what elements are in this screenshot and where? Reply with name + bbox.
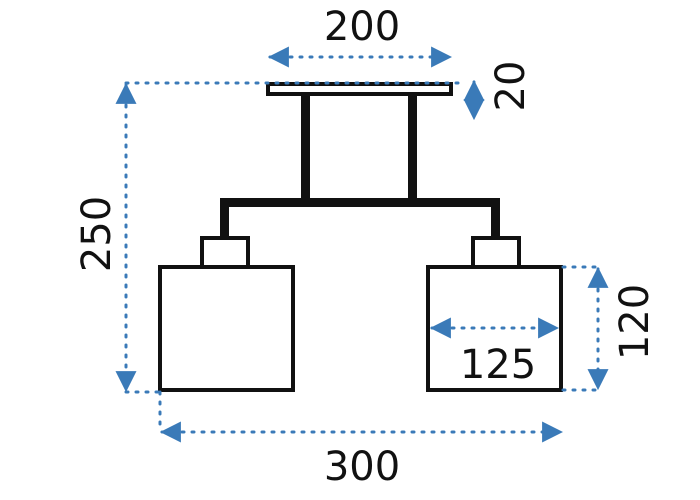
total-width-label: 300 [324, 444, 400, 490]
shade-height-label: 120 [612, 284, 658, 360]
left-rod [301, 94, 310, 202]
right-arm-drop [491, 198, 500, 238]
dimension-lines [115, 46, 609, 443]
left-shade [158, 265, 295, 392]
horizontal-arm [220, 198, 500, 207]
ceiling-plate [266, 82, 453, 96]
right-socket [471, 236, 521, 269]
right-rod [408, 94, 417, 202]
shade-width-label: 125 [460, 342, 536, 388]
right-shade [426, 265, 563, 392]
lamp-drawing [158, 82, 563, 392]
left-arm-drop [220, 198, 229, 238]
total-height-label: 250 [74, 196, 120, 272]
left-socket [200, 236, 250, 269]
plate-height-label: 20 [488, 61, 534, 112]
top-width-label: 200 [324, 4, 400, 50]
